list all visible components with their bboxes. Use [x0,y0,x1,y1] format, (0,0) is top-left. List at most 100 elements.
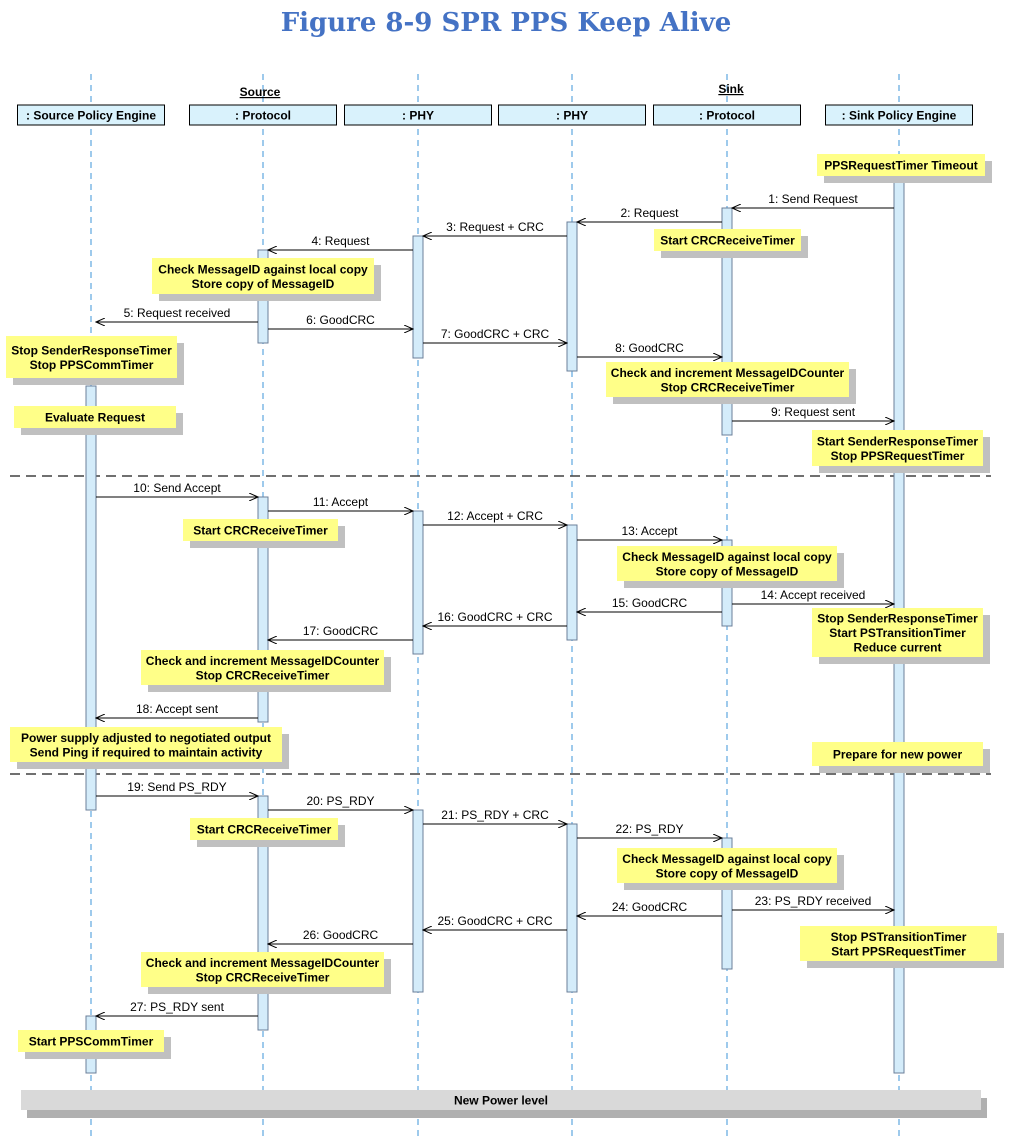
message-label: 4: Request [311,234,370,248]
message-arrow: 22: PS_RDY [577,822,722,838]
note-line: Start PPSRequestTimer [831,944,966,958]
note: Start CRCReceiveTimer [183,519,345,548]
note-line: Start PPSCommTimer [29,1035,154,1049]
message-label: 9: Request sent [771,405,856,419]
lifeline-header-sprot: : Protocol [189,104,337,126]
message-label: 1: Send Request [768,192,858,206]
lifeline-label: : Protocol [699,109,755,123]
activation-bar-kphy [566,524,578,641]
activation-bar-sphy [412,510,424,655]
lifeline-header-spe: : Source Policy Engine [17,104,165,126]
note-line: Check MessageID against local copy [622,852,832,866]
message-arrow: 15: GoodCRC [577,596,722,612]
lifeline-header-sphy: : PHY [344,104,492,126]
message-arrow: 9: Request sent [732,405,894,421]
message-label: 8: GoodCRC [615,341,684,355]
message-arrow: 17: GoodCRC [268,624,413,640]
message-arrow: 3: Request + CRC [423,220,567,236]
note: PPSRequestTimer Timeout [817,154,992,183]
note-line: Store copy of MessageID [656,866,799,880]
message-label: 10: Send Accept [133,481,221,495]
message-label: 6: GoodCRC [306,313,375,327]
note-line: Stop SenderResponseTimer [11,343,172,357]
message-label: 12: Accept + CRC [447,509,543,523]
note-line: Prepare for new power [833,748,963,762]
note-line: Power supply adjusted to negotiated outp… [21,731,271,745]
message-arrow: 18: Accept sent [96,702,258,718]
messages-layer: 1: Send Request 2: Request 3: Request + CR… [96,192,894,1016]
note-line: Stop CRCReceiveTimer [196,970,330,984]
new-power-level-bar: New Power level [21,1090,987,1118]
note: Evaluate Request [14,406,183,435]
note-line: Stop SenderResponseTimer [817,612,978,626]
section-separators [10,475,991,775]
note-line: Reduce current [853,641,941,655]
note-line: Start PSTransitionTimer [829,626,966,640]
note-line: Start SenderResponseTimer [817,434,978,448]
note: Check and increment MessageIDCounterStop… [141,952,391,994]
message-arrow: 8: GoodCRC [577,341,722,357]
message-label: 22: PS_RDY [615,822,683,836]
lifeline-label: : PHY [402,109,434,123]
message-arrow: 25: GoodCRC + CRC [423,914,567,930]
note: Power supply adjusted to negotiated outp… [10,727,289,769]
note: Start CRCReceiveTimer [190,818,345,847]
message-arrow: 2: Request [577,206,722,222]
footer-bar-label: New Power level [454,1094,548,1108]
activation-bar-sprot [257,795,269,1031]
message-arrow: 21: PS_RDY + CRC [423,808,567,824]
message-arrow: 26: GoodCRC [268,928,413,944]
message-label: 14: Accept received [761,588,866,602]
lifeline-headers: : Source Policy Engine : Protocol : PHY : P… [17,82,973,126]
note: Prepare for new power [812,742,990,773]
message-arrow: 19: Send PS_RDY [96,780,258,796]
message-label: 11: Accept [313,495,369,509]
note-line: Send Ping if required to maintain activi… [30,745,263,759]
lifeline-label: : Protocol [235,109,291,123]
activation-bar-kphy [566,823,578,993]
message-arrow: 24: GoodCRC [577,900,722,916]
note: Check MessageID against local copyStore … [152,258,381,301]
note-line: Stop PSTransitionTimer [831,930,967,944]
message-label: 17: GoodCRC [303,624,379,638]
message-arrow: 4: Request [268,234,413,250]
note: Start CRCReceiveTimer [654,229,808,258]
note-line: Check MessageID against local copy [158,262,368,276]
lifeline-header-kphy: : PHY [498,104,646,126]
figure-title: Figure 8-9 SPR PPS Keep Alive [281,8,732,38]
message-arrow: 7: GoodCRC + CRC [423,327,567,343]
activation-bar-sphy [412,809,424,993]
note: Start PPSCommTimer [18,1030,171,1059]
note-line: Check and increment MessageIDCounter [611,366,845,380]
note: Check and increment MessageIDCounterStop… [606,362,856,404]
message-label: 13: Accept [621,524,678,538]
message-arrow: 10: Send Accept [96,481,258,497]
message-arrow: 12: Accept + CRC [423,509,567,525]
message-arrow: 20: PS_RDY [268,794,413,810]
lifeline-header-kprot: : Protocol [653,104,801,126]
note-line: Evaluate Request [45,411,145,425]
lifeline-header-kpe: : Sink Policy Engine [825,104,973,126]
group-label-source: Source [240,85,281,99]
note-line: Start CRCReceiveTimer [193,524,328,538]
message-arrow: 11: Accept [268,495,413,511]
note: Check MessageID against local copyStore … [617,546,844,588]
note-line: Start CRCReceiveTimer [660,234,795,248]
message-label: 21: PS_RDY + CRC [441,808,549,822]
note-line: Check MessageID against local copy [622,550,832,564]
message-label: 24: GoodCRC [612,900,688,914]
note-line: Start CRCReceiveTimer [197,823,332,837]
message-label: 3: Request + CRC [446,220,544,234]
message-label: 19: Send PS_RDY [127,780,226,794]
message-arrow: 16: GoodCRC + CRC [423,610,567,626]
lifeline-label: : Source Policy Engine [26,109,156,123]
note: Check MessageID against local copyStore … [617,848,844,890]
lifeline-label: : PHY [556,109,588,123]
message-label: 23: PS_RDY received [755,894,872,908]
note: Check and increment MessageIDCounterStop… [141,650,391,692]
